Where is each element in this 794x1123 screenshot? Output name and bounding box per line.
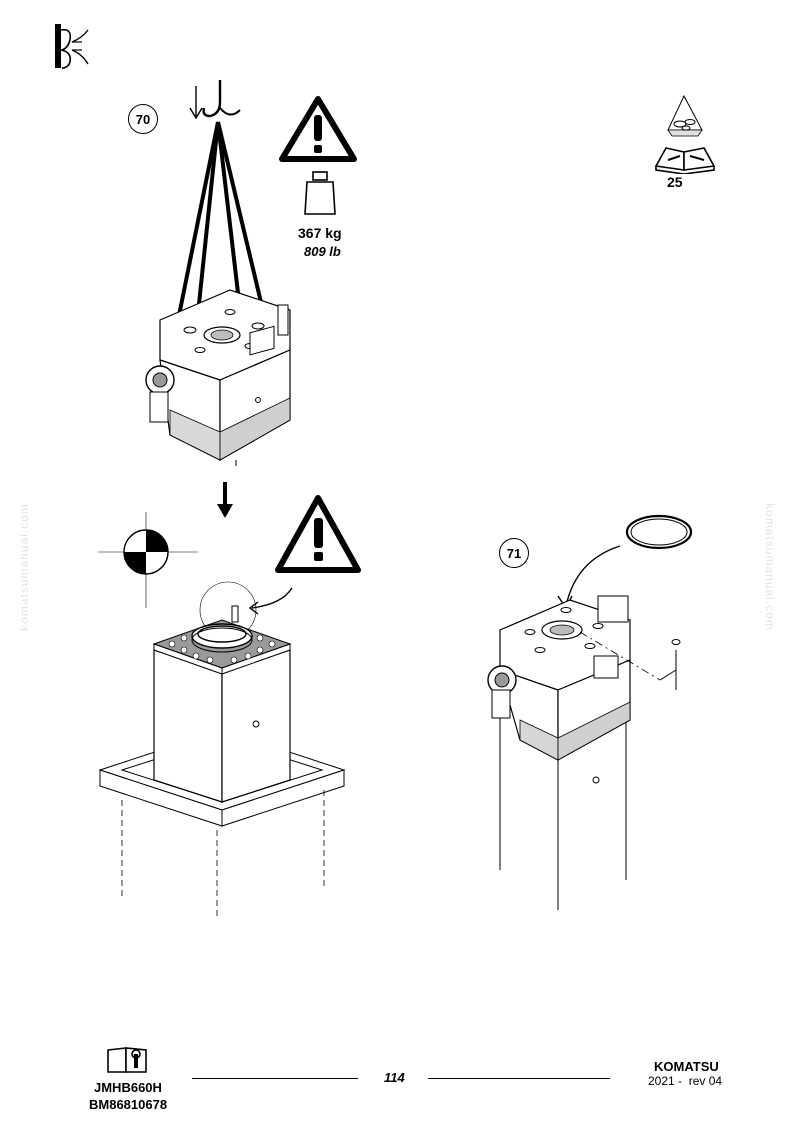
manual-reference-number: 25 [667,174,683,190]
manual-book-icon [654,147,716,174]
o-ring-illustration [625,514,693,550]
weight-lb: 809 lb [304,244,341,259]
down-arrow-icon [217,482,233,518]
manual-wrench-icon [107,1047,147,1073]
footer-brand: KOMATSU [654,1059,719,1074]
step-number-71: 71 [499,538,529,568]
lifting-illustration [145,80,291,470]
center-of-gravity-icon [98,512,198,608]
seal-kit-icon [667,94,703,137]
base-column-illustration [98,581,346,920]
weight-icon [304,171,336,215]
footer-serial: BM86810678 [89,1097,168,1112]
warning-triangle-icon-2 [275,495,361,573]
tool-icon [55,24,89,69]
footer-revision: 2021 - rev 04 [648,1074,723,1088]
watermark-right: komatsumanual.com [762,503,777,631]
watermark-left: komatsumanual.com [16,503,31,631]
footer-rule-left [192,1078,358,1079]
page-number: 114 [384,1070,405,1085]
footer-model: JMHB660H [94,1080,162,1095]
assembly-illustration-71 [487,545,681,910]
footer-rule-right [428,1078,610,1079]
warning-triangle-icon [279,96,357,162]
step-number-70: 70 [128,104,158,134]
weight-kg: 367 kg [298,225,342,241]
